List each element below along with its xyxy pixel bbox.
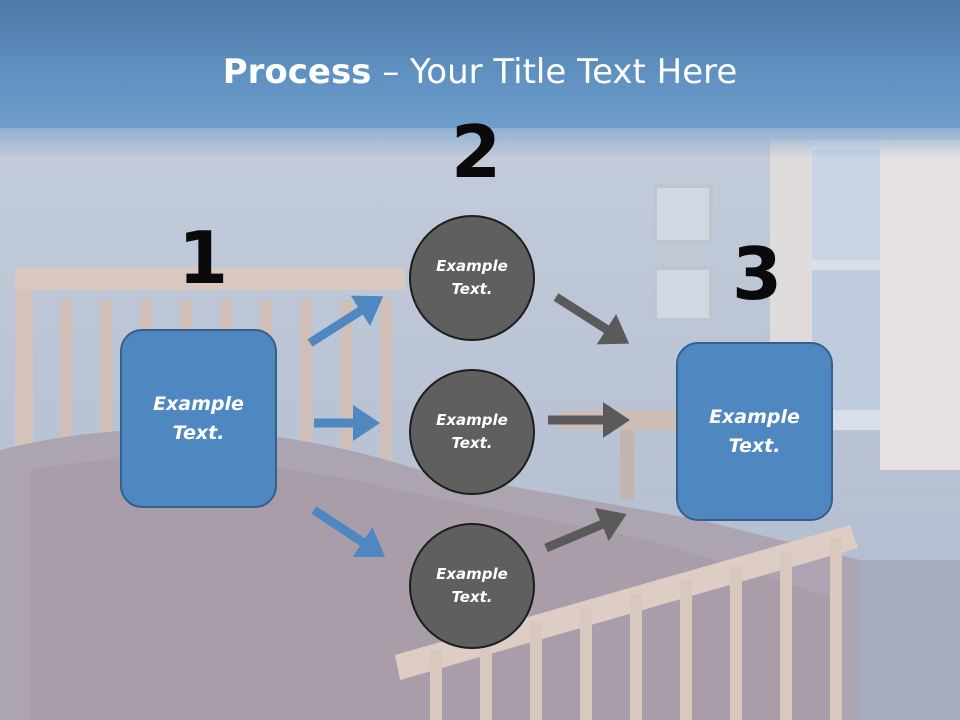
arrow-gray-down [553,293,630,345]
title-bold: Process [222,52,372,92]
arrow-blue-down [311,506,386,558]
arrow-blue-up [307,295,384,347]
circle-middle-line1: Example [436,411,508,429]
arrow-gray-up [544,507,627,553]
step-number-2: 2 [451,110,502,194]
circle-middle: Example Text. [409,369,535,495]
step-number-3: 3 [732,232,783,316]
step-number-1: 1 [178,216,229,300]
circle-bottom-line2: Text. [451,588,493,606]
circle-top: Example Text. [409,215,535,341]
end-box: Example Text. [676,342,833,521]
circle-bottom: Example Text. [409,523,535,649]
start-box-line2: Text. [172,421,225,444]
circle-top-text: Example Text. [436,255,508,301]
circle-bottom-line1: Example [436,565,508,583]
end-box-text: Example Text. [709,403,800,461]
circle-bottom-text: Example Text. [436,563,508,609]
title-rest: – Your Title Text Here [371,52,738,92]
end-box-line2: Text. [728,434,781,457]
start-box-line1: Example [153,392,244,415]
circle-top-line1: Example [436,257,508,275]
slide-title: Process – Your Title Text Here [0,52,960,92]
end-box-line1: Example [709,405,800,428]
start-box: Example Text. [120,329,277,508]
circle-middle-line2: Text. [451,434,493,452]
start-box-text: Example Text. [153,390,244,448]
circle-middle-text: Example Text. [436,409,508,455]
circle-top-line2: Text. [451,280,493,298]
